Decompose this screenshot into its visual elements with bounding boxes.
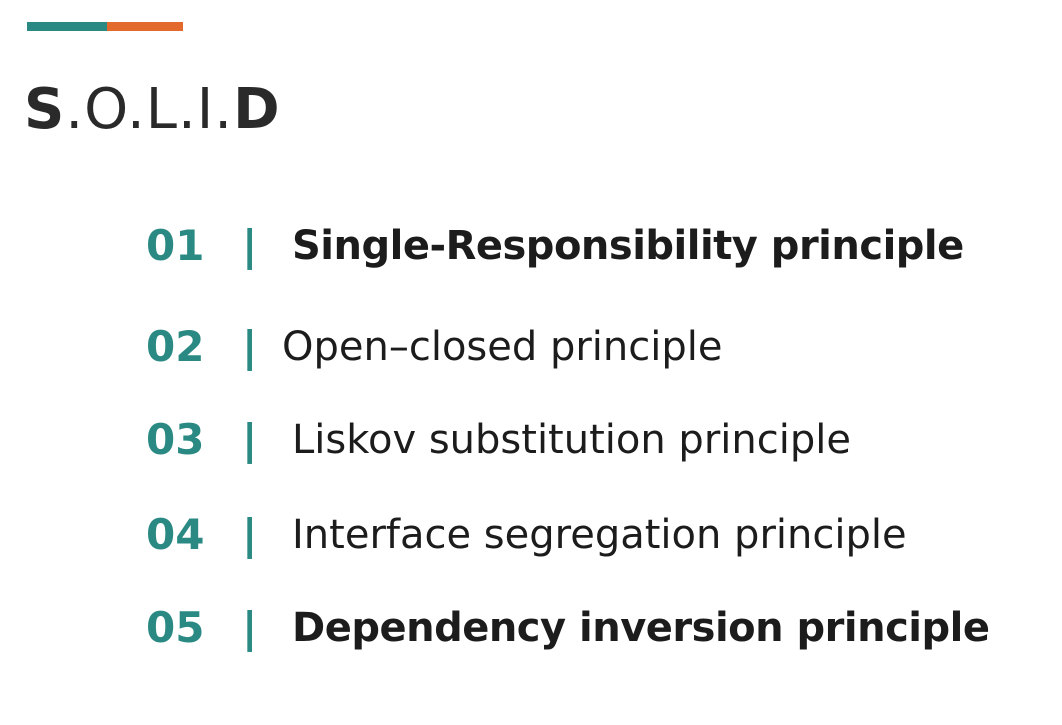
item-separator: | xyxy=(242,603,258,652)
title-part-d: D xyxy=(233,77,281,142)
item-separator: | xyxy=(242,322,258,371)
title-part-middle: .O.L.I. xyxy=(65,77,234,142)
list-item: 04 | Interface segregation principle xyxy=(0,500,1062,570)
accent-bar xyxy=(27,22,183,31)
item-separator: | xyxy=(242,221,258,270)
item-number: 04 xyxy=(146,510,205,559)
item-separator: | xyxy=(242,415,258,464)
item-label: Liskov substitution principle xyxy=(292,417,851,463)
item-label: Dependency inversion principle xyxy=(292,605,990,651)
item-label: Open–closed principle xyxy=(282,324,723,370)
item-separator: | xyxy=(242,510,258,559)
item-label: Interface segregation principle xyxy=(292,512,907,558)
accent-bar-teal-segment xyxy=(27,22,107,31)
page-title: S.O.L.I.D xyxy=(24,66,281,154)
item-number: 01 xyxy=(146,221,205,270)
list-item: 03 | Liskov substitution principle xyxy=(0,405,1062,475)
accent-bar-orange-segment xyxy=(107,22,183,31)
item-number: 03 xyxy=(146,415,205,464)
item-number: 05 xyxy=(146,603,205,652)
item-label: Single-Responsibility principle xyxy=(292,223,964,269)
title-part-s: S xyxy=(24,77,66,142)
list-item: 02 | Open–closed principle xyxy=(0,312,1062,382)
item-number: 02 xyxy=(146,322,205,371)
list-item: 05 | Dependency inversion principle xyxy=(0,593,1062,663)
list-item: 01 | Single-Responsibility principle xyxy=(0,211,1062,281)
